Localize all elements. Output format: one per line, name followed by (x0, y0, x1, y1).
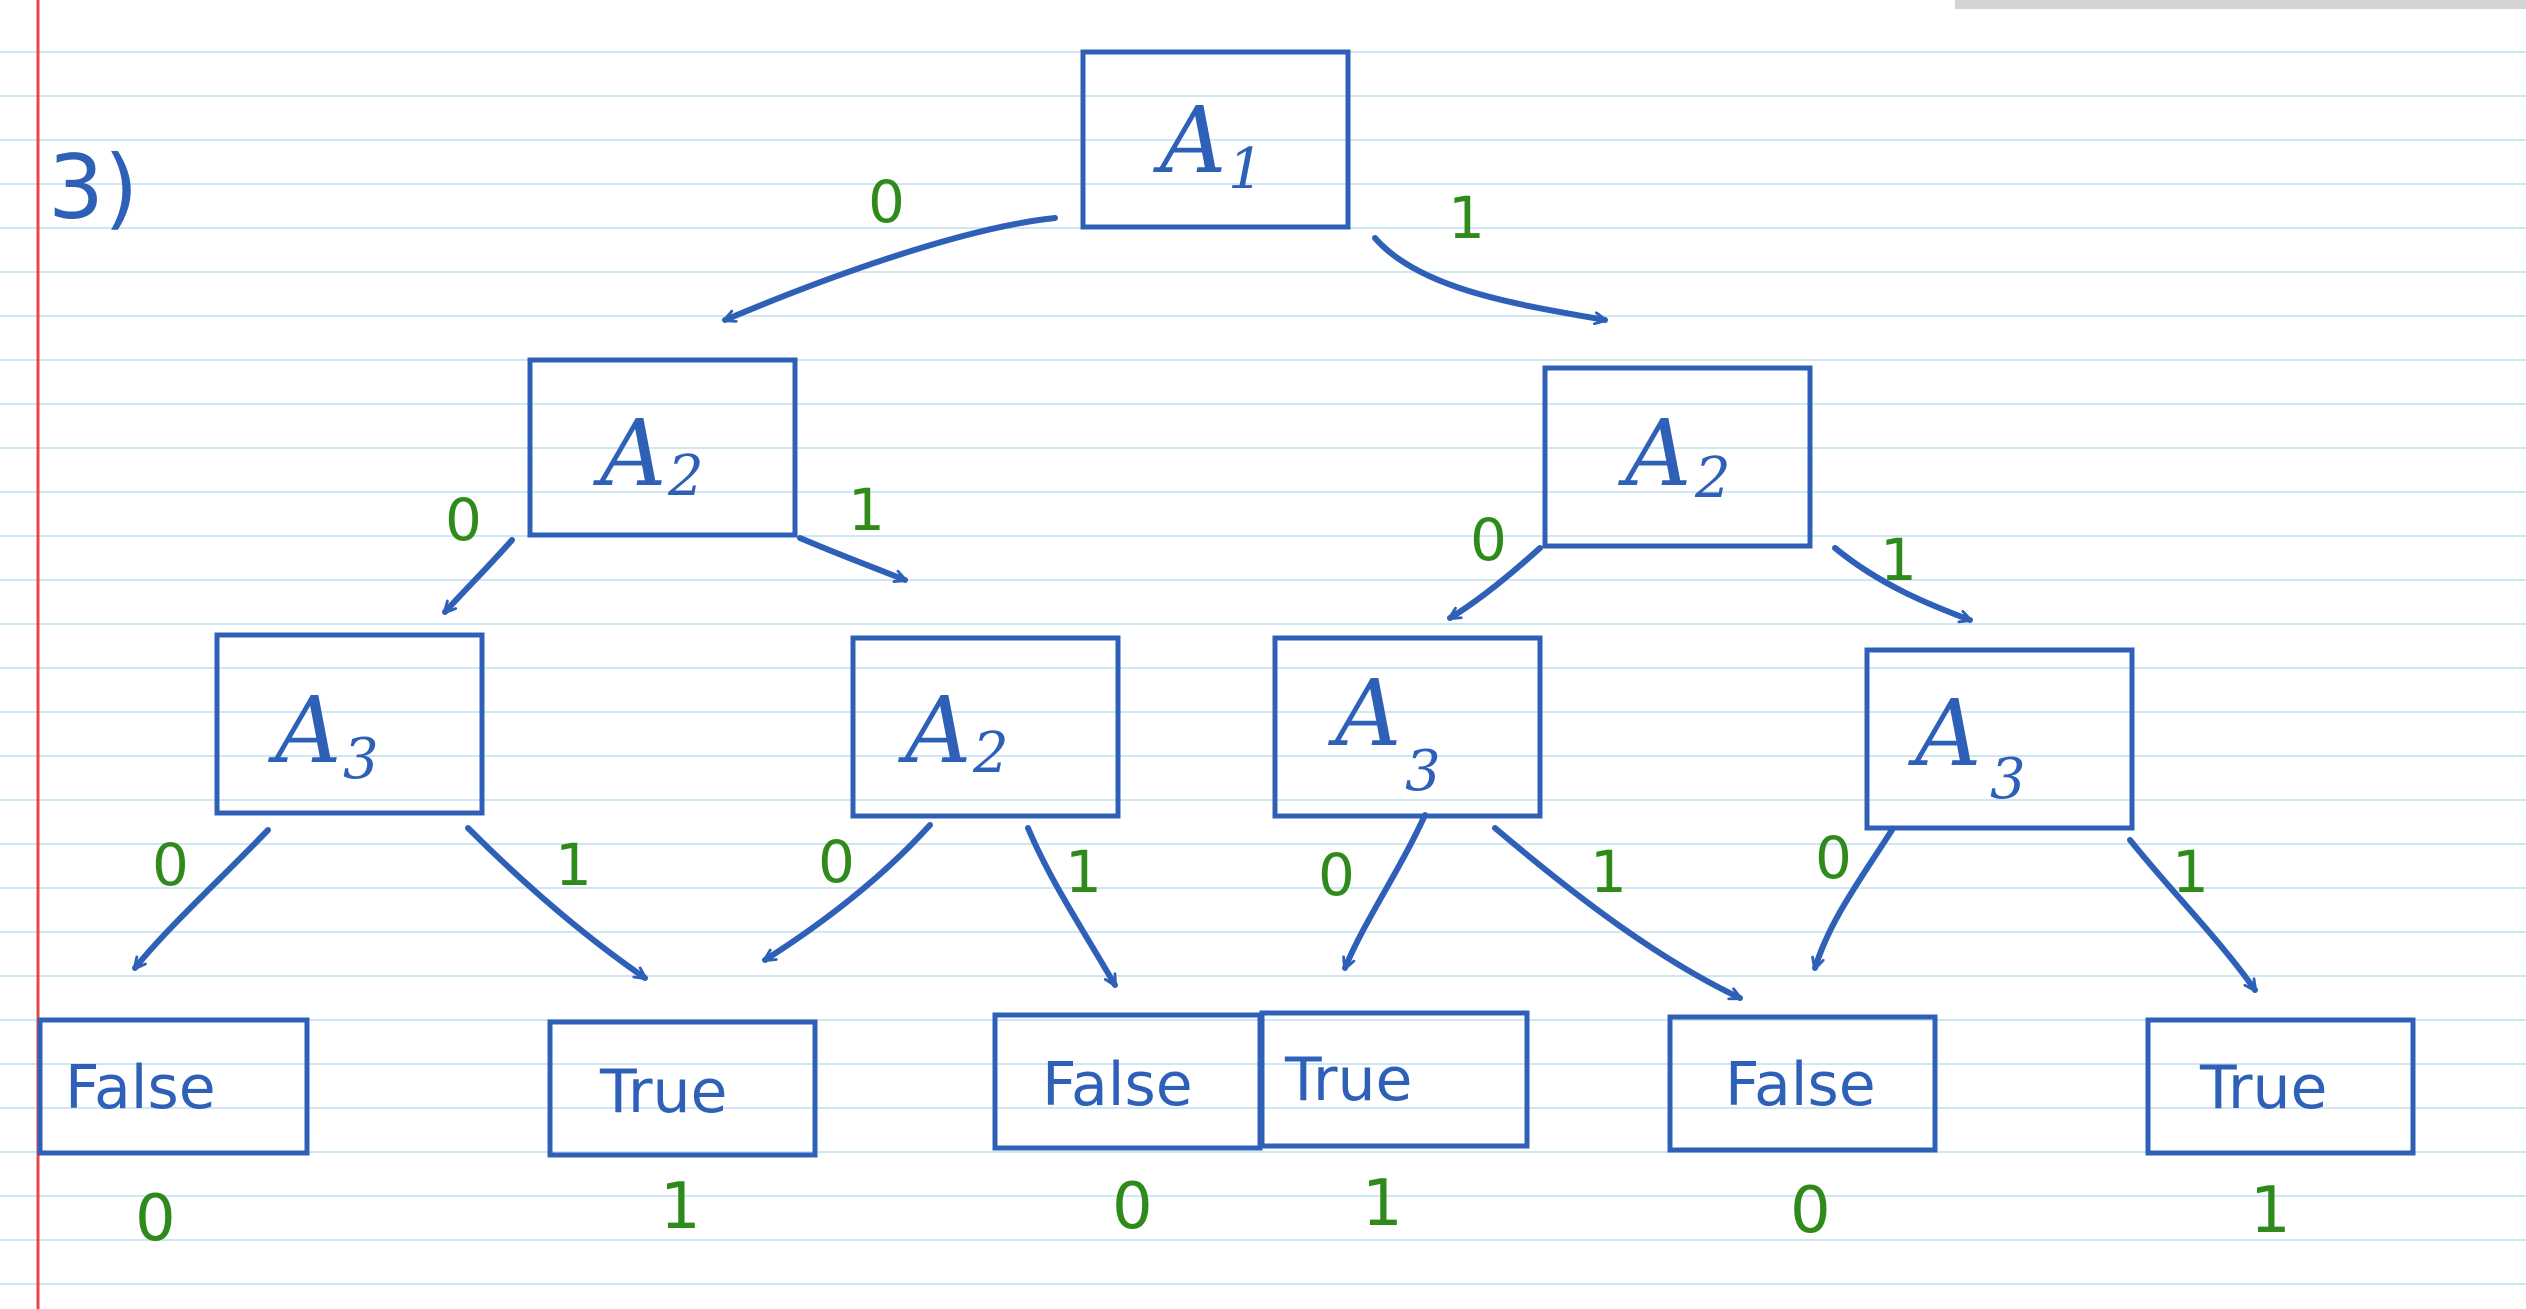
node-l2b: A 2 (850, 635, 1121, 819)
edge-label-l1b-right: 1 (1880, 526, 1917, 594)
node-l2c: A 3 (1272, 635, 1543, 819)
edge-label-l2a-right: 1 (555, 831, 592, 899)
edge-l2d-right (2127, 837, 2258, 993)
leaf-1: False (37, 1017, 310, 1156)
node-l2b-sub: 2 (972, 721, 1009, 786)
leaf-1-box (37, 1017, 310, 1156)
leaf-5-label: False (1725, 1050, 1876, 1120)
node-l2d: A 3 (1864, 647, 2135, 831)
leaf-4: True (1259, 1010, 1530, 1149)
edge-root-left (722, 215, 1058, 323)
leaf-4-label: True (1284, 1045, 1412, 1115)
node-l1a-sub: 2 (667, 444, 704, 509)
node-l2a-box (214, 632, 485, 816)
problem-number: 3) (48, 136, 138, 239)
node-l1b-box (1542, 365, 1813, 549)
edge-label-l2a-left: 0 (152, 831, 189, 899)
edge-label-l2d-left: 0 (1815, 824, 1852, 892)
leaf-2-box (547, 1019, 818, 1158)
edge-label-l2c-right: 1 (1590, 838, 1627, 906)
edge-label-l1b-left: 0 (1470, 506, 1507, 574)
leaf-2-label: True (599, 1057, 727, 1127)
edge-label-root-left: 0 (868, 168, 905, 236)
leaf-values: 0 1 0 1 0 1 (135, 1167, 2291, 1256)
edge-root-right (1372, 235, 1608, 326)
node-l2a-label: A (267, 677, 341, 784)
edge-labels: 0 1 0 1 0 1 0 1 0 1 0 1 0 1 (152, 168, 2209, 909)
edge-label-l2d-right: 1 (2172, 838, 2209, 906)
leaf-6-value: 1 (2250, 1174, 2291, 1248)
node-l2b-box (850, 635, 1121, 819)
node-l2a-sub: 3 (343, 727, 379, 792)
node-root-box (1080, 49, 1351, 230)
node-l1b: A 2 (1542, 365, 1813, 549)
leaf-3-value: 0 (1112, 1170, 1153, 1244)
node-l2d-sub: 3 (1990, 747, 2026, 812)
leaf-5-value: 0 (1790, 1174, 1831, 1248)
edge-l2a-right (465, 825, 648, 981)
edge-l1a-right (797, 535, 908, 583)
leaf-2: True (547, 1019, 818, 1158)
node-l2c-sub: 3 (1405, 739, 1441, 804)
leaf-5-box (1667, 1014, 1938, 1153)
edge-l2b-right (1025, 825, 1118, 988)
leaf-3: False (992, 1012, 1263, 1151)
edge-label-l1a-left: 0 (445, 486, 482, 554)
node-l2d-box (1864, 647, 2135, 831)
leaf-2-value: 1 (660, 1170, 701, 1244)
edge-l2b-left (762, 822, 933, 963)
edge-l1b-right (1832, 545, 1973, 624)
node-root: A 1 (1080, 49, 1351, 230)
edges (132, 215, 2258, 1001)
edge-label-l2b-left: 0 (818, 828, 855, 896)
edge-l2c-right (1492, 825, 1743, 1001)
node-l1a: A 2 (527, 357, 798, 538)
node-root-label: A (1152, 87, 1226, 194)
leaf-6-box (2145, 1017, 2416, 1156)
leaf-3-label: False (1042, 1050, 1193, 1120)
node-l1b-sub: 2 (1694, 446, 1731, 511)
node-l1a-label: A (592, 400, 666, 507)
leaf-6-label: True (2199, 1053, 2327, 1123)
edge-l1b-left (1447, 545, 1543, 621)
edge-l1a-left (442, 537, 515, 615)
leaf-5: False (1667, 1014, 1938, 1153)
node-root-sub: 1 (1228, 137, 1264, 202)
edge-l2a-left (132, 827, 271, 971)
edge-label-l1a-right: 1 (848, 476, 885, 544)
leaf-4-value: 1 (1362, 1167, 1403, 1241)
node-l2c-box (1272, 635, 1543, 819)
node-l2d-label: A (1907, 680, 1981, 787)
leaf-4-box (1259, 1010, 1530, 1149)
edge-label-l2c-left: 0 (1318, 841, 1355, 909)
leaf-6: True (2145, 1017, 2416, 1156)
leaf-1-value: 0 (135, 1182, 176, 1256)
edge-l2d-left (1811, 827, 1895, 971)
node-l1b-label: A (1617, 400, 1691, 507)
edge-label-l2b-right: 1 (1065, 838, 1102, 906)
node-l2a: A 3 (214, 632, 485, 816)
node-l2b-label: A (897, 677, 971, 784)
leaf-1-label: False (65, 1053, 216, 1123)
top-bar (1955, 0, 2526, 9)
edge-label-root-right: 1 (1448, 184, 1485, 252)
node-l1a-box (527, 357, 798, 538)
node-l2c-label: A (1327, 660, 1401, 767)
edge-l2c-left (1342, 812, 1428, 971)
